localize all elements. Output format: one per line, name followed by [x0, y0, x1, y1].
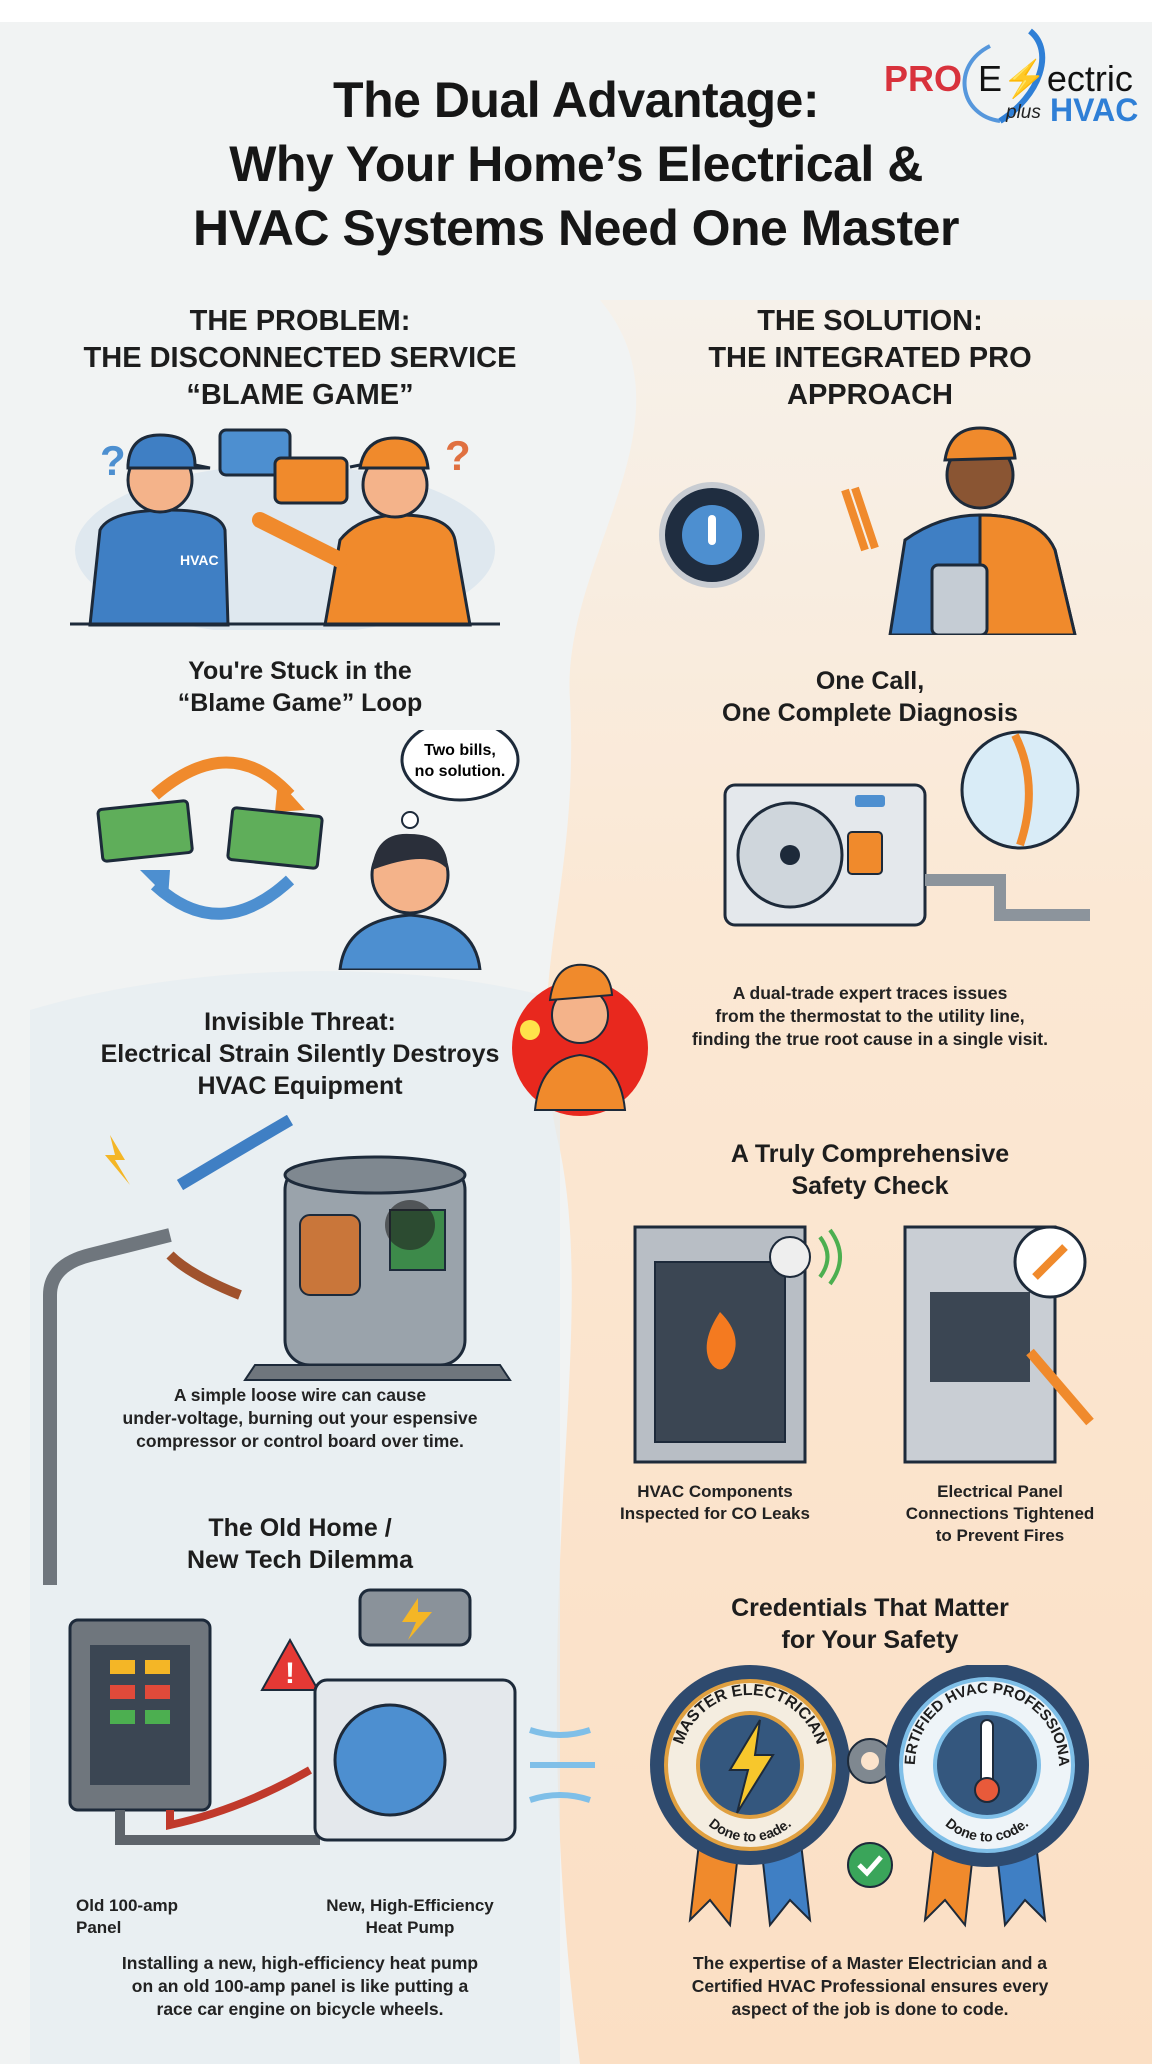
safety-label-panel: Electrical Panel Connections Tightened t…	[905, 1482, 1095, 1545]
problem-heading: THE PROBLEM: THE DISCONNECTED SERVICE “B…	[83, 305, 517, 411]
svg-text:?: ?	[445, 432, 471, 479]
safety-check-illustration	[633, 1225, 1094, 1464]
old-panel-label: Old 100-amp Panel	[76, 1896, 179, 1937]
svg-text:Two bills,: Two bills,	[424, 742, 496, 759]
svg-text:HVAC: HVAC	[180, 552, 219, 568]
proelectric-logo: PRO E⚡ectric plus HVAC	[880, 26, 1138, 128]
damaged-compressor-illustration	[43, 1115, 512, 1585]
integrated-pro-illustration	[659, 426, 1077, 635]
svg-text:no solution.: no solution.	[415, 763, 506, 780]
ac-unit-diagnosis-illustration	[723, 730, 1090, 927]
warning-icon	[260, 1637, 320, 1691]
credentials-caption: The expertise of a Master Electrician an…	[691, 1953, 1049, 2019]
old-home-heading: The Old Home / New Tech Dilemma	[186, 1514, 413, 1574]
money-loop-illustration: Two bills, no solution.	[96, 730, 520, 970]
solution-caption: A dual-trade expert traces issues from t…	[692, 983, 1048, 1049]
blame-game-illustration: ? ? HVAC	[70, 428, 500, 630]
credentials-heading: Credentials That Matter for Your Safety	[731, 1594, 1009, 1654]
thermometer-icon	[980, 1719, 994, 1786]
blame-loop-heading: You're Stuck in the “Blame Game” Loop	[177, 657, 423, 717]
heat-pump-label: New, High-Efficiency Heat Pump	[326, 1896, 494, 1937]
lightning-icon	[728, 1719, 775, 1814]
svg-text:?: ?	[100, 437, 126, 484]
one-call-heading: One Call, One Complete Diagnosis	[722, 667, 1018, 727]
threat-caption: A simple loose wire can cause under-volt…	[122, 1385, 478, 1451]
old-panel-heat-pump-illustration: !	[68, 1588, 595, 1845]
safety-label-hvac: HVAC Components Inspected for CO Leaks	[620, 1482, 810, 1523]
invisible-threat-heading: Invisible Threat: Electrical Strain Sile…	[100, 1008, 500, 1100]
mascot-electrician-icon	[512, 963, 648, 1116]
safety-check-heading: A Truly Comprehensive Safety Check	[730, 1140, 1010, 1200]
svg-text:!: !	[285, 1657, 295, 1690]
credential-badges: MASTER ELECTRICIAN Done to eade. CERTIFI…	[645, 1665, 1089, 1928]
page-title: The Dual Advantage: Why Your Home’s Elec…	[193, 72, 959, 256]
thought-bubble	[400, 730, 520, 802]
checkmark-icon	[847, 1842, 893, 1888]
master-electrician-badge: MASTER ELECTRICIAN Done to eade.	[650, 1665, 850, 1928]
logo-swoosh-icon	[962, 28, 1046, 124]
old-home-caption: Installing a new, high-efficiency heat p…	[121, 1953, 479, 2019]
screwdriver-icon	[1026, 1348, 1094, 1426]
solution-heading: THE SOLUTION: THE INTEGRATED PRO APPROAC…	[708, 305, 1032, 411]
co-detector-icon	[769, 1236, 811, 1278]
